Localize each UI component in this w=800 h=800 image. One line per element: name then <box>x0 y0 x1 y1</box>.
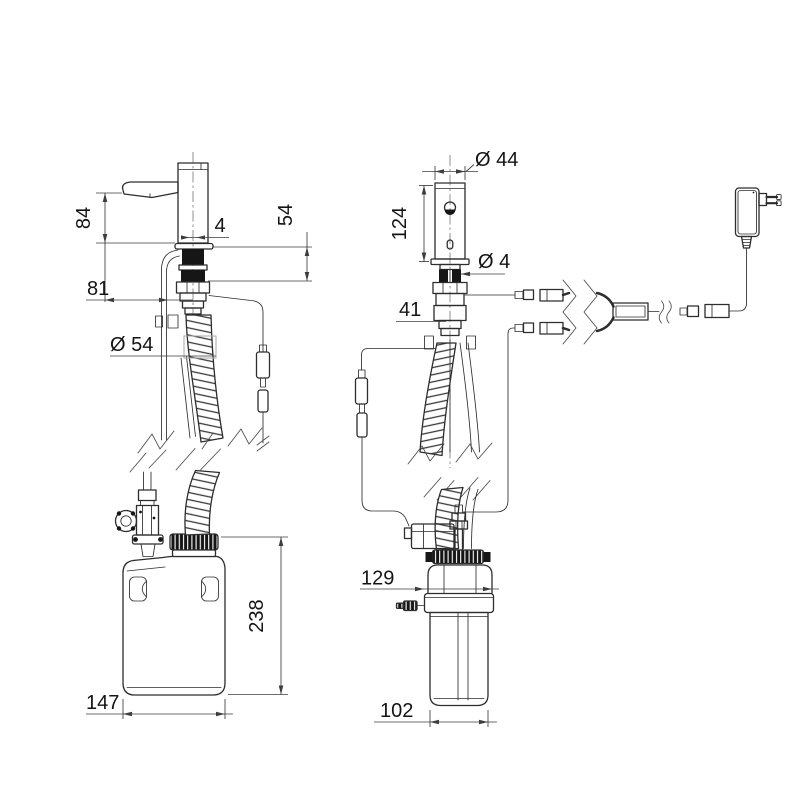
suction-tube <box>155 249 196 441</box>
dim-44-label: Ø 44 <box>475 149 518 171</box>
bottle-cap <box>169 533 219 558</box>
dim-54-label: 54 <box>275 204 297 226</box>
cable-plug <box>514 324 524 332</box>
view-bottle-front: 238 147 <box>86 448 288 719</box>
ribbed-supply-hose <box>185 314 224 443</box>
dim-4-label: 4 <box>214 215 225 237</box>
dimension-bottle-height: 238 <box>221 536 288 695</box>
smooth-tube <box>449 339 480 453</box>
inline-connector <box>356 412 368 438</box>
view-bottle-side: 129 102 <box>360 477 499 727</box>
view-faucet-front: Ø 44 124 Ø 4 41 <box>354 149 782 527</box>
cable-receptacle <box>704 303 730 319</box>
bottle-cap-side <box>425 549 491 565</box>
mounting-shank-front <box>424 263 476 350</box>
dimension-spout-reach: 81 <box>86 278 193 303</box>
counter-break-line <box>137 427 263 454</box>
dim-cable-diameter-label: Ø 4 <box>478 251 510 273</box>
dimension-cable-diameter: Ø 4 <box>461 251 510 277</box>
dim-hole-diameter-label: Ø 54 <box>110 334 153 356</box>
dimension-mount-depth: 54 <box>208 204 312 282</box>
dim-41-label: 41 <box>399 299 421 321</box>
adapter-cable <box>728 247 747 312</box>
dimension-nozzle-offset: 4 <box>181 215 229 240</box>
dimension-bottle-depth: 129 <box>360 568 499 592</box>
plug-prongs <box>765 194 782 207</box>
spout <box>121 181 179 199</box>
pump-cable <box>354 348 437 527</box>
dimension-bottle-width: 147 <box>86 692 233 719</box>
cable-plug <box>679 307 688 316</box>
cable-break-symbol <box>562 279 598 345</box>
clamp-ring <box>114 509 138 533</box>
inline-connector <box>257 389 269 413</box>
bottle-collar <box>423 592 495 614</box>
ribbed-supply-hose <box>419 342 457 457</box>
inline-connector <box>255 351 271 379</box>
adapter-body <box>734 187 760 238</box>
dimension-body-height: 124 <box>389 185 433 262</box>
cable-receptacle <box>539 288 564 302</box>
spout-outlet-slot <box>446 239 454 250</box>
dim-129-label: 129 <box>361 568 394 590</box>
sensor-plug <box>395 600 425 612</box>
dimension-shank-width: 41 <box>396 299 446 322</box>
bottle-hook-slot <box>129 576 147 602</box>
cable-receptacle <box>539 321 564 335</box>
faucet-body-front <box>430 182 470 266</box>
plug-base <box>758 192 768 207</box>
counter-break-line <box>407 442 493 465</box>
dimension-body-diameter: Ø 44 <box>422 149 518 180</box>
sensor-cable-lower <box>462 321 571 513</box>
dimension-spout-height: 84 <box>73 192 175 302</box>
sensor-cable-side <box>208 295 271 452</box>
dim-124-label: 124 <box>389 207 411 240</box>
dimension-hole-diameter: Ø 54 <box>110 334 216 357</box>
deck-flange <box>174 242 214 250</box>
ribbed-supply-hose <box>184 469 221 536</box>
inline-connector <box>354 377 369 405</box>
pump-cable-port <box>403 527 413 540</box>
y-splitter-block <box>612 302 649 321</box>
view-faucet-side: 84 4 54 81 Ø 54 <box>73 152 312 454</box>
dim-102-label: 102 <box>380 700 413 722</box>
y-splitter-cable <box>595 291 730 333</box>
dim-81-label: 81 <box>87 278 109 300</box>
hose-break-line <box>129 448 221 473</box>
sensor-cable-upper <box>464 288 571 302</box>
counter-hole-phantom <box>183 335 217 359</box>
mounting-shank-side <box>175 249 211 315</box>
soap-bottle-side <box>423 564 495 707</box>
cable-plug <box>514 291 524 299</box>
ribbed-supply-hose <box>434 486 464 551</box>
dim-238-label: 238 <box>246 599 268 632</box>
dim-84-label: 84 <box>73 207 95 229</box>
soap-pump <box>114 471 164 557</box>
tube-clip <box>155 315 163 328</box>
soap-pump-side <box>403 504 469 551</box>
dimension-bottle-side-width: 102 <box>374 700 497 727</box>
dim-147-label: 147 <box>86 692 119 714</box>
pump-body <box>135 504 160 536</box>
soap-bottle-front <box>122 555 226 696</box>
bottle-hook-slot <box>201 576 219 602</box>
power-adapter <box>728 187 782 312</box>
